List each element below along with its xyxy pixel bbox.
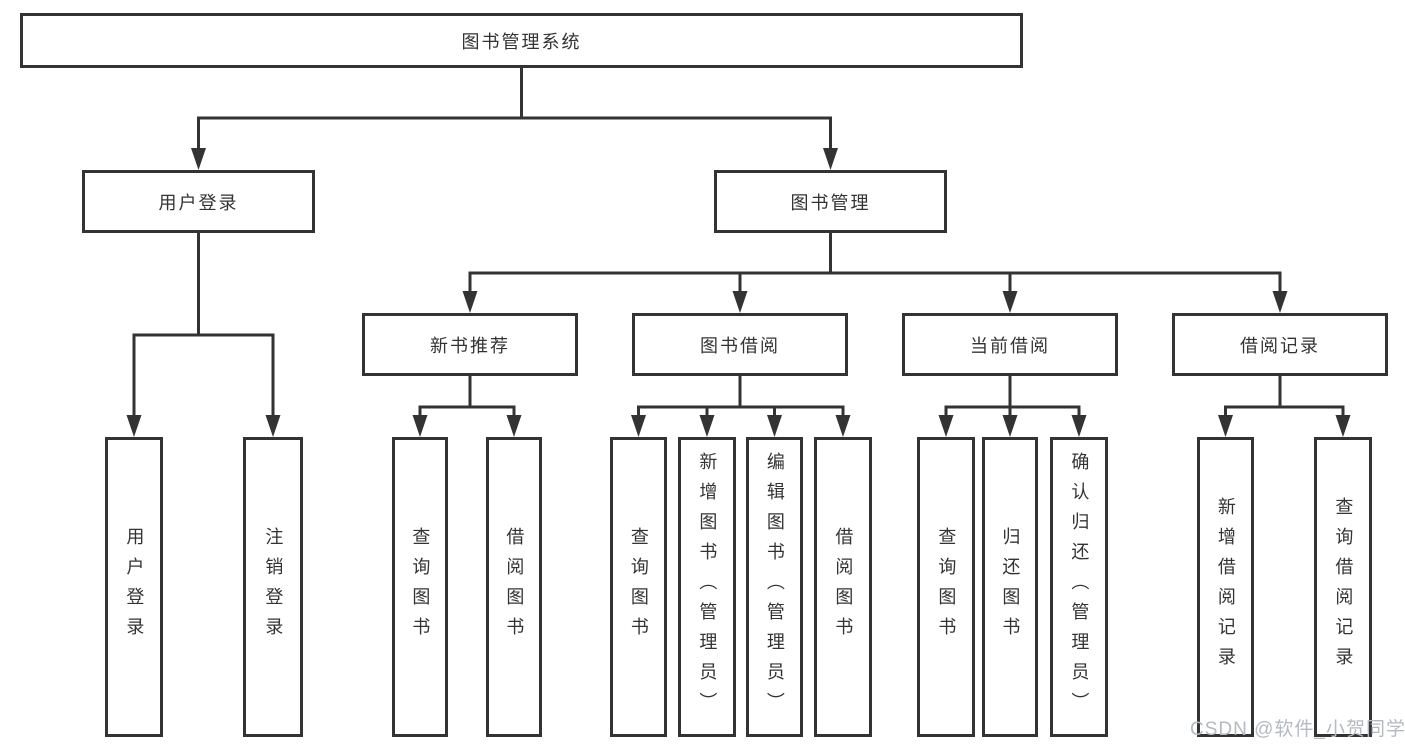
leaf-borrow-books-recommend-label: 借阅图书 (504, 527, 525, 647)
leaf-query-books-current-label: 查询图书 (936, 527, 957, 647)
node-book-management: 图书管理 (714, 170, 947, 233)
leaf-add-borrow-record: 新增借阅记录 (1197, 437, 1254, 737)
node-new-book-recommend: 新书推荐 (362, 313, 578, 376)
connector-root-to-level1 (197, 63, 832, 162)
leaf-add-books-admin-label: 新增图书（管理员） (697, 452, 718, 722)
node-user-login: 用户登录 (82, 170, 315, 233)
leaf-logout: 注销登录 (243, 437, 303, 737)
leaf-logout-label: 注销登录 (263, 527, 284, 647)
connector-bookborrow-to-leaves (637, 372, 845, 429)
connector-newbookrec-to-leaves (418, 372, 516, 429)
leaf-add-borrow-record-label: 新增借阅记录 (1215, 497, 1236, 677)
leaf-borrow-books: 借阅图书 (814, 437, 872, 737)
node-borrow-records: 借阅记录 (1172, 313, 1388, 376)
node-user-login-label: 用户登录 (158, 192, 239, 213)
leaf-query-books-borrow-label: 查询图书 (628, 527, 649, 647)
leaf-edit-books-admin-label: 编辑图书（管理员） (764, 452, 785, 722)
leaf-query-borrow-record-label: 查询借阅记录 (1333, 497, 1354, 677)
leaf-edit-books-admin: 编辑图书（管理员） (746, 437, 803, 737)
connector-userlogin-to-leaves (132, 228, 275, 429)
leaf-return-books: 归还图书 (982, 437, 1038, 737)
node-root: 图书管理系统 (20, 13, 1023, 68)
node-new-book-recommend-label: 新书推荐 (430, 335, 510, 356)
arrowhead-icons-level2 (462, 291, 1288, 313)
connector-bookmgmt-to-level2 (468, 228, 1282, 305)
leaf-query-books-recommend-label: 查询图书 (410, 527, 431, 647)
arrowhead-icons-level1 (191, 148, 838, 170)
leaf-user-login-label: 用户登录 (124, 527, 145, 647)
leaf-confirm-return-admin: 确认归还（管理员） (1050, 437, 1108, 737)
node-borrow-records-label: 借阅记录 (1240, 335, 1320, 356)
leaf-user-login: 用户登录 (105, 437, 163, 737)
node-book-borrow-label: 图书借阅 (700, 335, 780, 356)
node-root-label: 图书管理系统 (461, 31, 582, 52)
node-book-management-label: 图书管理 (790, 192, 871, 213)
watermark: CSDN @软件_小贺同学 (1190, 719, 1405, 740)
leaf-add-books-admin: 新增图书（管理员） (678, 437, 736, 737)
leaf-query-books-current: 查询图书 (917, 437, 975, 737)
leaf-return-books-label: 归还图书 (1000, 527, 1021, 647)
arrowhead-icons-leaves (126, 415, 1351, 437)
connector-borrowrecords-to-leaves (1224, 372, 1345, 429)
node-book-borrow: 图书借阅 (632, 313, 848, 376)
leaf-query-books-borrow: 查询图书 (610, 437, 667, 737)
leaf-confirm-return-admin-label: 确认归还（管理员） (1069, 452, 1090, 722)
node-current-borrow-label: 当前借阅 (970, 335, 1050, 356)
leaf-query-books-recommend: 查询图书 (392, 437, 448, 737)
node-current-borrow: 当前借阅 (902, 313, 1118, 376)
leaf-borrow-books-recommend: 借阅图书 (486, 437, 542, 737)
leaf-borrow-books-label: 借阅图书 (833, 527, 854, 647)
leaf-query-borrow-record: 查询借阅记录 (1314, 437, 1372, 737)
